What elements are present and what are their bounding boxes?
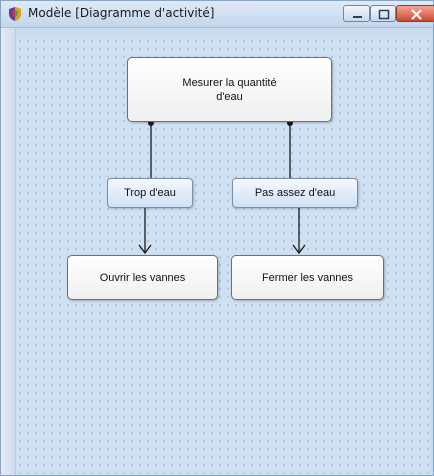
action-measure-water[interactable]: Mesurer la quantité d'eau	[127, 57, 332, 122]
action-open-valves-label: Ouvrir les vannes	[99, 271, 186, 284]
action-close-valves-label: Fermer les vannes	[261, 271, 354, 284]
maximize-icon	[378, 9, 390, 20]
guard-not-enough-water[interactable]: Pas assez d'eau	[232, 178, 358, 208]
action-measure-water-label: Mesurer la quantité d'eau	[182, 76, 277, 103]
close-button[interactable]	[396, 5, 434, 22]
title-bar[interactable]: Modèle [Diagramme d'activité]	[1, 1, 434, 28]
close-icon	[411, 9, 422, 20]
guard-not-enough-water-label: Pas assez d'eau	[254, 187, 336, 199]
guard-too-much-water[interactable]: Trop d'eau	[107, 178, 193, 208]
shield-icon	[7, 6, 23, 22]
action-close-valves[interactable]: Fermer les vannes	[231, 255, 384, 300]
action-open-valves[interactable]: Ouvrir les vannes	[67, 255, 218, 300]
toolbox-strip[interactable]	[1, 28, 16, 475]
guard-too-much-water-label: Trop d'eau	[124, 187, 176, 199]
minimize-button[interactable]	[343, 5, 370, 22]
minimize-icon	[353, 16, 362, 18]
maximize-button[interactable]	[370, 5, 396, 22]
window-title: Modèle [Diagramme d'activité]	[28, 6, 215, 20]
